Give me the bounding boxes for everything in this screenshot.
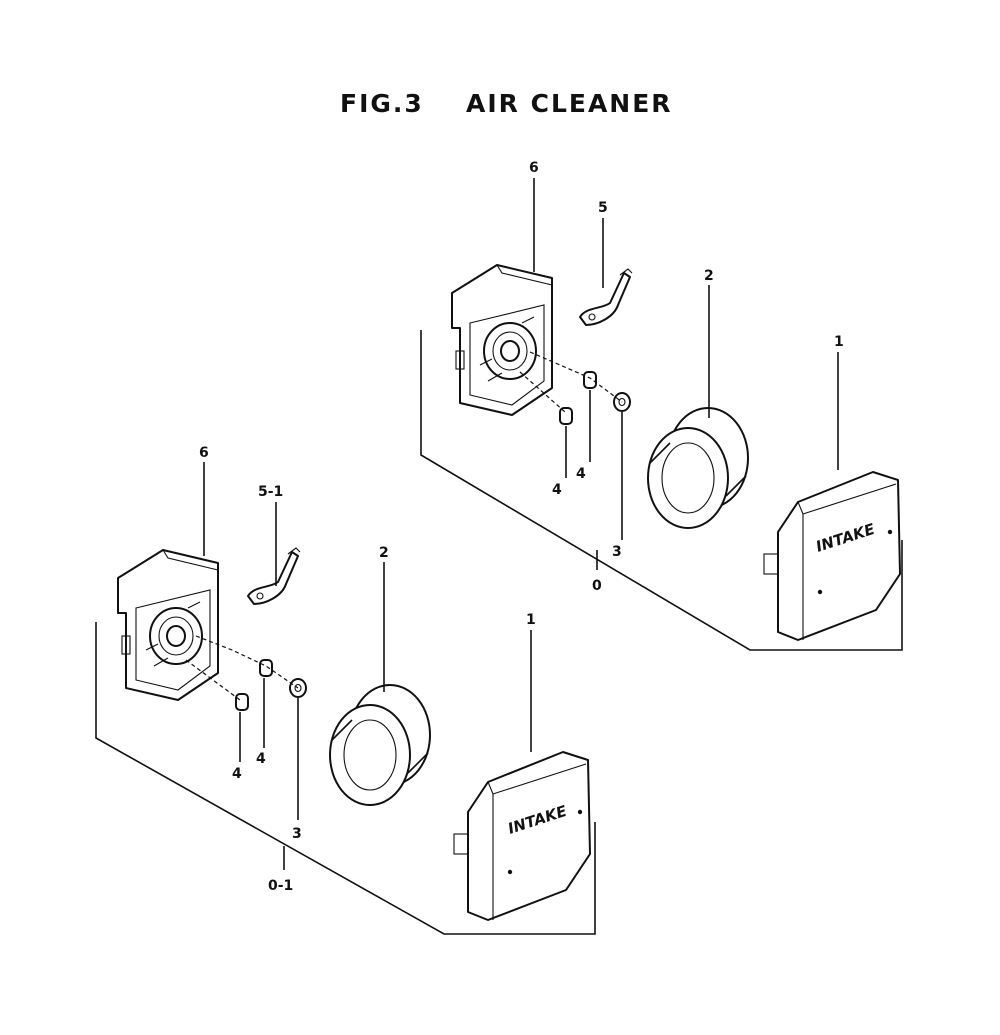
lower-lever-part	[247, 547, 301, 605]
lower-case-part	[117, 549, 219, 701]
lower-cover-part: INTAKE	[453, 751, 591, 921]
upper-case-part	[451, 264, 553, 416]
lower-callout-element: 2	[379, 545, 389, 561]
figure-title: AIR CLEANER	[466, 89, 673, 118]
lower-callout-collar-b: 4	[256, 751, 266, 767]
upper-assembly-bracket	[420, 330, 903, 651]
lower-callout-lever: 5-1	[258, 484, 283, 500]
upper-callout-washer: 3	[612, 544, 622, 560]
upper-assembly: INTAKE 6 5 2 1 4 4 3 0	[420, 160, 903, 651]
lower-element-part	[329, 684, 431, 806]
upper-callout-lever: 5	[598, 200, 608, 216]
lower-callout-collar-a: 4	[232, 766, 242, 782]
lower-callout-case: 6	[199, 445, 209, 461]
upper-collar-a-part	[559, 407, 573, 425]
lower-callout-washer: 3	[292, 826, 302, 842]
upper-callout-cover: 1	[834, 334, 844, 350]
upper-callout-collar-a: 4	[552, 482, 562, 498]
figure-number: FIG.3	[340, 89, 424, 118]
upper-element-part	[647, 407, 749, 529]
lower-collar-a-part	[235, 693, 249, 711]
upper-callout-assembly: 0	[592, 578, 602, 594]
upper-callout-element: 2	[704, 268, 714, 284]
lower-callout-assembly: 0-1	[268, 878, 293, 894]
upper-callout-collar-b: 4	[576, 466, 586, 482]
upper-callout-case: 6	[529, 160, 539, 176]
lower-callout-cover: 1	[526, 612, 536, 628]
upper-cover-part: INTAKE	[763, 471, 901, 641]
lower-assembly: INTAKE 6 5-1 2 1 4 4 3 0-1	[95, 445, 596, 935]
lower-collar-b-part	[259, 659, 273, 677]
upper-collar-b-part	[583, 371, 597, 389]
upper-lever-part	[579, 268, 633, 326]
lower-assembly-bracket	[95, 622, 596, 935]
